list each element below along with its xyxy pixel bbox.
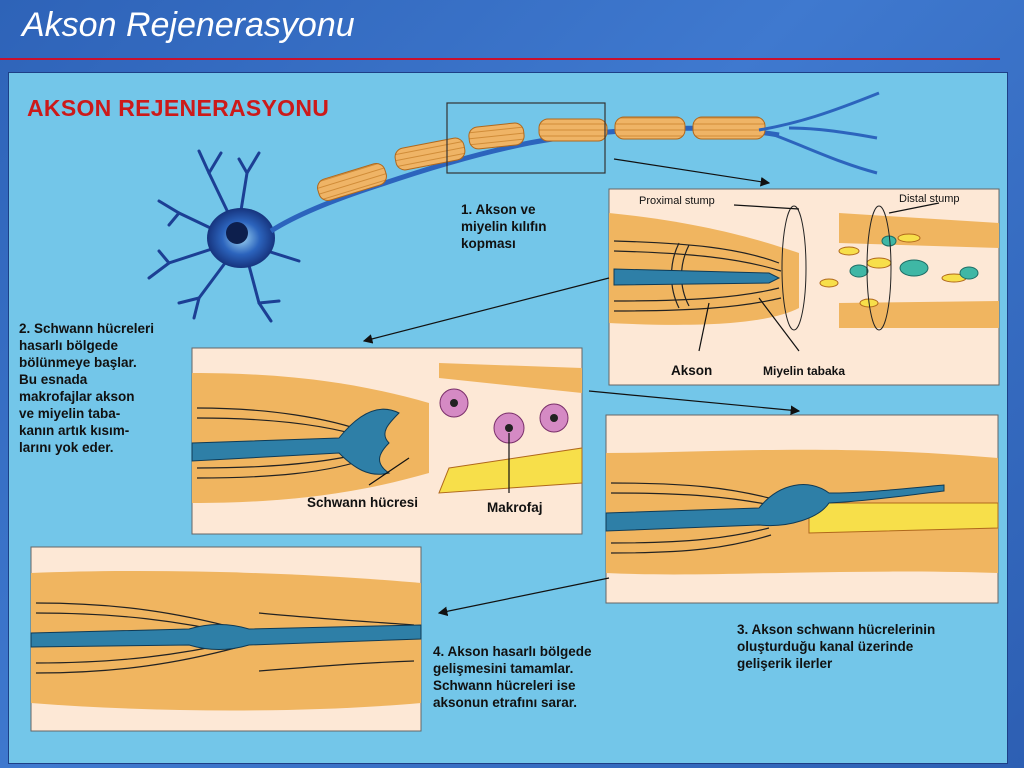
- akson-label: Akson: [671, 363, 713, 378]
- inset-4-axon-regenerated: [30, 546, 422, 732]
- neuron-illustration: [147, 125, 780, 323]
- miyelin-tabaka-label: Miyelin tabaka: [763, 364, 846, 378]
- diagram-panel: AKSON REJENERASYONU 1. Akson ve miyelin …: [8, 72, 1008, 764]
- makrofaj-label: Makrofaj: [487, 500, 543, 515]
- figure-heading: AKSON REJENERASYONU: [27, 95, 330, 121]
- highlight-box: [446, 102, 606, 174]
- diagram-illustration: [30, 91, 1000, 732]
- title-divider: [0, 58, 1000, 60]
- myelin-segments: [317, 91, 880, 202]
- proximal-stump-label: Proximal stump: [639, 195, 715, 207]
- schwann-hucresi-label: Schwann hücresi: [307, 495, 419, 510]
- step-4-caption: 4. Akson hasarlı bölgede gelişmesini tam…: [433, 644, 592, 710]
- distal-stump-label: Distal stump: [899, 193, 960, 205]
- inset-3-axon-growing: [605, 414, 999, 604]
- inset-2-macrophages: [191, 347, 583, 535]
- step-1-caption: 1. Akson ve miyelin kılıfın kopması: [461, 202, 547, 251]
- inset-1-axon-cut: [608, 188, 1000, 386]
- slide-title: Akson Rejenerasyonu: [22, 6, 355, 44]
- step-2-caption: 2. Schwann hücreleri hasarlı bölgede böl…: [19, 321, 155, 455]
- step-3-caption: 3. Akson schwann hücrelerinin oluşturduğ…: [737, 622, 936, 671]
